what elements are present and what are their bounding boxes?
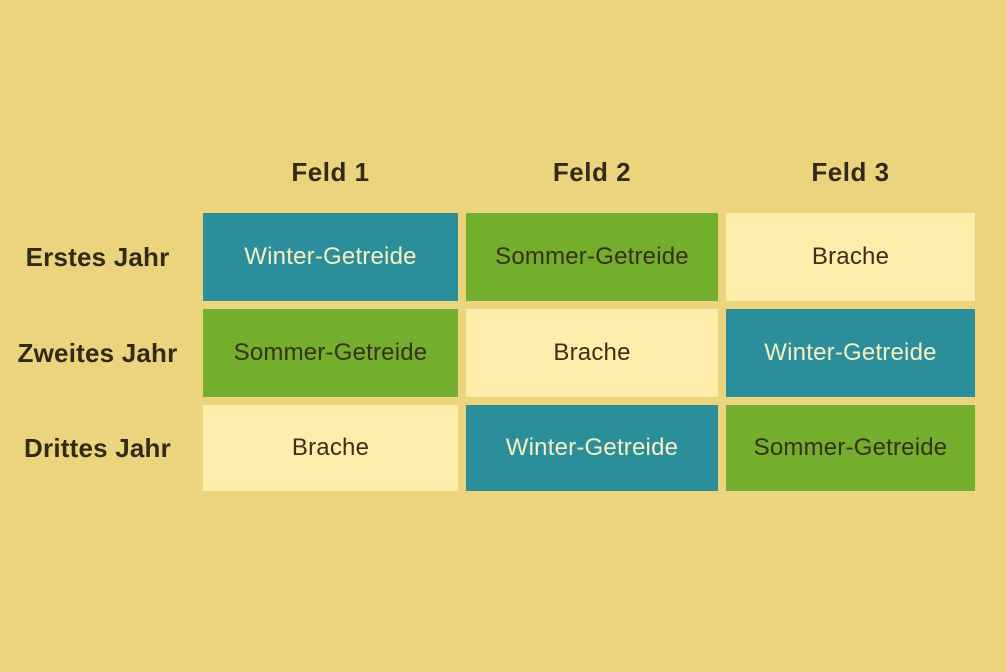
rotation-cell-sommer: Sommer-Getreide bbox=[203, 309, 458, 397]
row-label-year-2: Zweites Jahr bbox=[17, 337, 178, 368]
rotation-cell-brache: Brache bbox=[466, 309, 718, 397]
rotation-cell-sommer: Sommer-Getreide bbox=[466, 213, 718, 301]
column-header-feld-3: Feld 3 bbox=[811, 157, 890, 187]
row-label-year-1: Erstes Jahr bbox=[25, 241, 170, 272]
rotation-cell-brache: Brache bbox=[203, 405, 458, 491]
rotation-cell-brache: Brache bbox=[726, 213, 975, 301]
rotation-cell-winter: Winter-Getreide bbox=[203, 213, 458, 301]
rotation-cell-sommer: Sommer-Getreide bbox=[726, 405, 975, 491]
corner-spacer bbox=[0, 140, 195, 205]
column-header-feld-1: Feld 1 bbox=[291, 157, 370, 187]
column-header-feld-2: Feld 2 bbox=[552, 157, 632, 187]
rotation-cell-winter: Winter-Getreide bbox=[726, 309, 975, 397]
row-label-year-3: Drittes Jahr bbox=[24, 432, 171, 463]
rotation-cell-winter: Winter-Getreide bbox=[466, 405, 718, 491]
